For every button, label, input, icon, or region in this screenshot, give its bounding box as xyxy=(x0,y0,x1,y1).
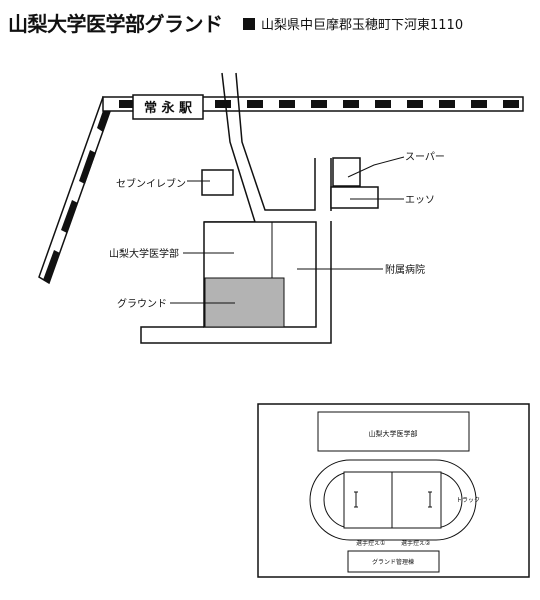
road-north-right xyxy=(235,72,316,211)
square-bullet-icon xyxy=(243,17,255,30)
track-label: トラック xyxy=(456,497,480,504)
management-label: グランド管理棟 xyxy=(372,558,414,566)
railway-stripes xyxy=(119,100,523,108)
inset-building xyxy=(317,411,470,452)
road-north-left xyxy=(221,72,256,223)
road-lower-left xyxy=(140,221,332,344)
ground-detail-inset: 山梨大学医学部 トラック 選手控え① 選手控え② グランド管理棟 xyxy=(257,403,530,578)
rail-segment xyxy=(61,200,78,233)
seven-eleven-building xyxy=(201,169,234,196)
railway-line xyxy=(38,95,524,285)
esso-building xyxy=(330,186,379,209)
bench1-label: 選手控え① xyxy=(356,539,385,547)
station-label: 常 永 駅 xyxy=(144,100,193,116)
station-box xyxy=(132,94,204,120)
supermarket-building xyxy=(332,157,361,187)
esso-label: エッソ xyxy=(405,195,435,206)
school-label: 山梨大学医学部 xyxy=(109,247,179,260)
bench2-label: 選手控え② xyxy=(401,539,431,547)
goal-right xyxy=(428,491,432,508)
address-line: 山梨県中巨摩郡玉穂町下河東1110 xyxy=(243,14,463,33)
rail-segment xyxy=(43,250,60,283)
page-title: 山梨大学医学部グランド xyxy=(8,12,223,36)
supermarket-label: スーパー xyxy=(405,151,445,163)
hospital-label: 附属病院 xyxy=(385,263,425,276)
seven-eleven-label: セブンイレブン xyxy=(116,177,186,190)
goal-left xyxy=(354,491,358,508)
address-text: 山梨県中巨摩郡玉穂町下河東1110 xyxy=(261,18,464,33)
inset-building-label: 山梨大学医学部 xyxy=(369,429,418,438)
rail-segment xyxy=(79,150,96,184)
ground-label: グラウンド xyxy=(117,297,167,310)
management-building xyxy=(347,550,440,573)
